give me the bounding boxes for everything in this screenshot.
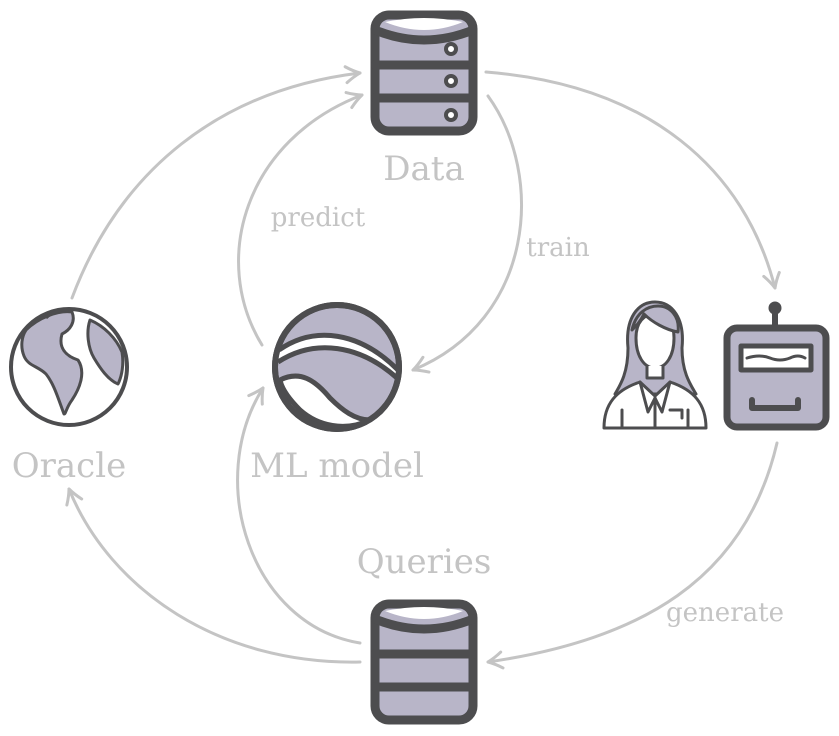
queries-database-icon xyxy=(370,599,478,725)
edge-oracle-to-data xyxy=(70,65,362,300)
edge-ml-model-predict-to-data xyxy=(237,91,364,347)
sphere-icon xyxy=(272,302,402,432)
edge-generators-generate-to-queries xyxy=(486,441,779,670)
edge-label-train: train xyxy=(526,233,590,263)
edge-label-generate: generate xyxy=(666,598,784,628)
ml-model-label: ML model xyxy=(250,446,424,486)
data-database-icon xyxy=(370,10,478,136)
data-label: Data xyxy=(383,149,464,189)
edge-queries-to-oracle xyxy=(65,487,362,664)
scientist-icon xyxy=(602,300,708,430)
edge-label-predict: predict xyxy=(271,203,366,233)
data-database-top-highlight xyxy=(385,18,463,30)
queries-label: Queries xyxy=(357,542,492,582)
globe-icon xyxy=(9,307,129,427)
oracle-label: Oracle xyxy=(12,446,126,486)
edge-data-train-to-ml-model xyxy=(411,94,523,374)
edge-data-to-generators xyxy=(484,70,781,290)
edge-queries-to-ml-model xyxy=(236,386,362,645)
queries-database-top-highlight xyxy=(385,607,463,619)
robot-icon xyxy=(723,301,830,431)
